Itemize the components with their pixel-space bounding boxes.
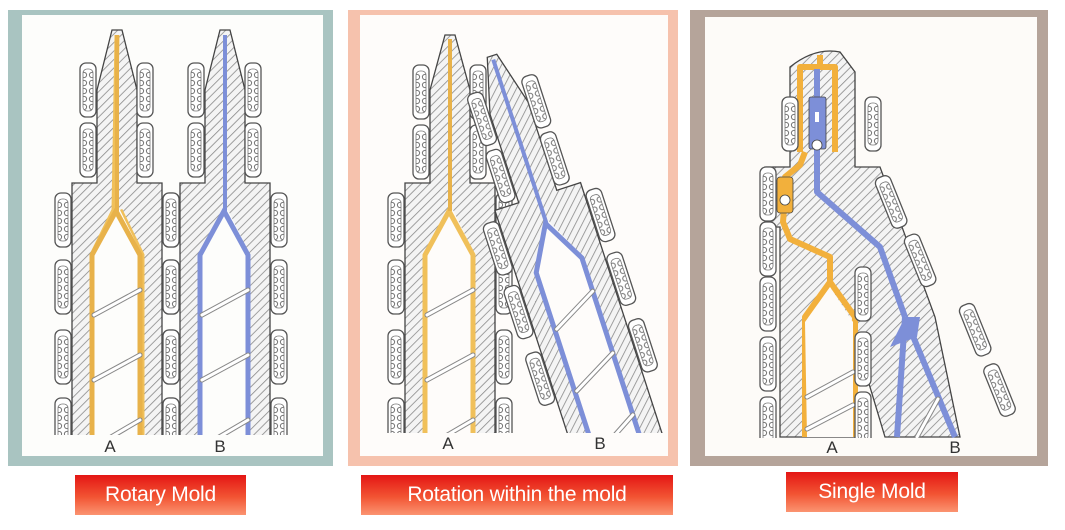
caption-rotary-mold: Rotary Mold xyxy=(75,475,246,515)
panel-rotation-within-mold: A B xyxy=(348,10,678,466)
label-a: A xyxy=(442,434,454,453)
label-b: B xyxy=(594,434,605,453)
rotation-within-mold-diagram: A B xyxy=(360,34,668,456)
nozzle-a xyxy=(387,34,513,456)
caption-single-mold: Single Mold xyxy=(786,472,958,512)
label-a: A xyxy=(104,437,116,456)
label-b: B xyxy=(949,438,960,456)
panel-single-mold: A B xyxy=(690,10,1048,466)
nozzle-a xyxy=(54,29,180,456)
label-b: B xyxy=(214,437,225,456)
rotary-mold-diagram: A B xyxy=(22,29,323,456)
heater-band xyxy=(79,62,97,118)
panel-rotary-mold: A B xyxy=(8,10,333,466)
caption-rotation-within-mold: Rotation within the mold xyxy=(361,475,673,515)
label-a: A xyxy=(826,438,838,456)
diagram-area: A B xyxy=(360,15,668,456)
diagram-area: A B xyxy=(705,17,1037,456)
single-mold-diagram: A B xyxy=(705,50,1037,456)
diagram-area: A B xyxy=(22,15,323,456)
nozzle-b xyxy=(162,29,288,456)
